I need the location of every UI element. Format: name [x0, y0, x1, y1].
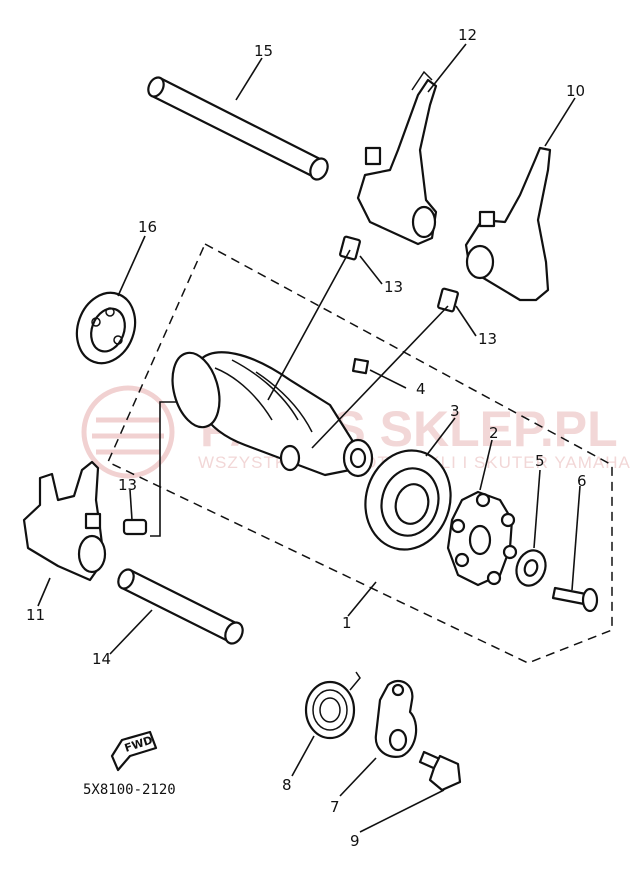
part-13-pin-middle [437, 287, 459, 313]
part-7-plate [374, 679, 418, 758]
part-11-shift-fork [22, 460, 107, 582]
part-13-pin-upper [339, 235, 361, 261]
part-13-pin-left [122, 518, 148, 536]
part-14-shift-fork-shaft [117, 568, 244, 645]
callout-2: 2 [489, 424, 499, 442]
part-5-washer [515, 549, 547, 587]
callout-13-middle: 13 [478, 330, 497, 348]
part-2-segment [446, 490, 518, 587]
assembly-boundary [107, 242, 613, 664]
part-8-spring [304, 671, 361, 740]
callout-4: 4 [416, 380, 426, 398]
part-16-bearing [75, 291, 137, 365]
callout-15: 15 [254, 42, 273, 60]
part-15-shift-fork-shaft [147, 76, 329, 181]
callout-10: 10 [566, 82, 585, 100]
callout-8: 8 [282, 776, 292, 794]
callout-13-upper: 13 [384, 278, 403, 296]
part-code: 5X8100-2120 [83, 782, 176, 798]
callouts: 1 2 3 4 5 6 7 8 9 10 11 12 13 13 13 14 1… [26, 26, 587, 850]
shift-drum [171, 351, 374, 478]
callout-13-left: 13 [118, 476, 137, 494]
callout-9: 9 [350, 832, 360, 850]
callout-16: 16 [138, 218, 157, 236]
callout-7: 7 [330, 798, 340, 816]
part-10-shift-fork [464, 146, 552, 302]
callout-5: 5 [535, 452, 545, 470]
callout-12: 12 [458, 26, 477, 44]
leader-lines [37, 43, 581, 833]
callout-11: 11 [26, 606, 45, 624]
callout-6: 6 [577, 472, 587, 490]
part-4-pin [351, 357, 370, 375]
callout-14: 14 [92, 650, 111, 668]
forward-direction-arrow-icon: FWD [110, 730, 158, 772]
part-6-screw [551, 586, 599, 613]
part-9-bolt [418, 750, 462, 792]
watermark-logo-icon [81, 385, 175, 479]
part-3-bearing [364, 449, 452, 551]
callout-1: 1 [342, 614, 352, 632]
callout-3: 3 [450, 402, 460, 420]
part-12-shift-fork [356, 70, 438, 246]
